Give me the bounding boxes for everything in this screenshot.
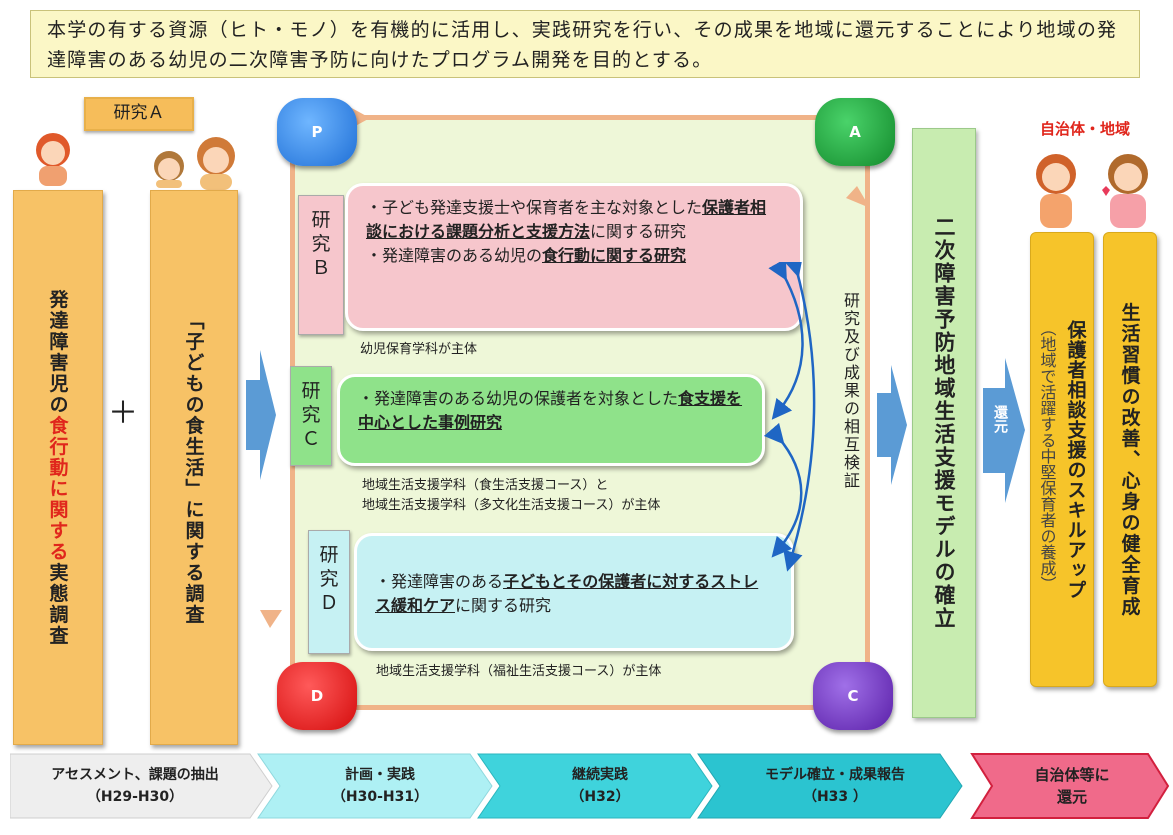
research-d-box: ・発達障害のある子どもとその保護者に対するストレス緩和ケアに関する研究 [354,533,794,651]
research-d-label: 研究Ｄ [308,530,350,654]
timeline-step-1-line1: アセスメント、課題の抽出 [51,767,219,783]
research-d-line-pre: ・発達障害のある [375,572,504,591]
research-c-note-2: 地域生活支援学科（多文化生活支援コース）が主体 [362,498,661,513]
research-c-line-pre: ・発達障害のある幼児の保護者を対象とした [358,389,679,408]
mutual-verification-arrows [763,262,816,572]
health-column: 生活習慣の改善、心身の健全育成 [1103,232,1157,687]
pdca-a: A [815,98,895,166]
research-d-note: 地域生活支援学科（福祉生活支援コース）が主体 [376,664,662,679]
purpose-box: 本学の有する資源（ヒト・モノ）を有機的に活用し、実践研究を行い、その成果を地域に… [30,10,1140,78]
plus-sign: ＋ [108,396,138,431]
research-b-line2-underlined: 食行動に関する研究 [542,246,687,265]
pdca-c: C [813,662,893,730]
model-column: 二次障害予防地域生活支援モデルの確立 [912,128,976,718]
person-illustration-1 [36,133,70,186]
research-d-line-underlined: 子どもとその保護者に対するストレス緩和ケア [375,572,759,615]
research-b-line1-post: に関する研究 [590,222,687,241]
timeline-step-4-line2: （H33 ） [802,789,868,805]
research-a-column-2: 「子どもの食生活」に関する調査 [150,190,238,745]
timeline-bar [10,753,1170,819]
person-illustration-4 [1036,154,1076,228]
research-b-note: 幼児保育学科が主体 [360,342,478,357]
timeline-step-3-line1: 継続実践 [572,767,628,783]
timeline-step-2-line2: （H30-H31） [331,789,429,805]
skill-column-main: 保護者相談支援のスキルアップ [1064,319,1087,600]
research-a-column-1: 発達障害児の食行動に関する実態調査 [13,190,103,745]
research-b-line1-pre: ・子ども発達支援士や保育者を主な対象とした [366,198,703,217]
timeline-step-5-line1: 自治体等に [1034,766,1110,784]
research-a-column-1-text: 発達障害児の食行動に関する実態調査 [45,289,72,646]
research-c-line-underlined: 食支援を中心とした事例研究 [358,389,743,432]
mutual-verification-label: 研究及び成果の相互検証 [841,292,860,490]
research-a-tag-label: 研究Ａ [113,103,165,123]
research-b-box: ・子ども発達支援士や保育者を主な対象とした保護者相談における課題分析と支援方法に… [345,183,803,331]
arrow-right-icon [877,365,907,485]
pdca-d: D [277,662,357,730]
person-illustration-5 [1102,154,1148,228]
research-d-label-text: 研究Ｄ [319,544,339,614]
purpose-text: 本学の有する資源（ヒト・モノ）を有機的に活用し、実践研究を行い、その成果を地域に… [47,19,1118,71]
research-c-label: 研究Ｃ [290,366,332,466]
return-label: 還元 [992,405,1008,433]
person-illustration-2 [154,151,184,188]
column-1-text-part-3: 実態調査 [46,562,69,646]
region-label: 自治体・地域 [1040,120,1131,138]
timeline-step-5-line2: 還元 [1056,788,1087,806]
research-b-label: 研究Ｂ [298,195,344,335]
research-b-line2-pre: ・発達障害のある幼児の [366,246,543,265]
research-b-label-text: 研究Ｂ [311,209,331,279]
research-c-note-1: 地域生活支援学科（食生活支援コース）と [362,478,609,493]
research-b-line1-underlined: 保護者相談における課題分析と支援方法 [366,198,767,241]
timeline-step-1-line2: （H29-H30） [86,789,184,805]
research-c-box: ・発達障害のある幼児の保護者を対象とした食支援を中心とした事例研究 [337,374,765,466]
model-column-text: 二次障害予防地域生活支援モデルの確立 [932,216,956,630]
research-d-line-post: に関する研究 [455,596,552,615]
skill-column-sub: （地域で活躍する中堅保育者の養成） [1037,319,1057,592]
timeline-step-4-line1: モデル確立・成果報告 [765,767,905,783]
column-1-text-part-2-highlight: 食行動に関する [46,415,69,562]
research-c-label-text: 研究Ｃ [301,380,321,450]
timeline-step-5: 自治体等に還元 [992,752,1152,818]
timeline-step-1: アセスメント、課題の抽出 （H29-H30） [10,752,260,818]
return-arrow-icon [983,358,1025,503]
research-a-tag: 研究Ａ [84,97,194,131]
pdca-p: P [277,98,357,166]
timeline-step-3: 継続実践 （H32） [500,752,700,818]
timeline-step-2-line1: 計画・実践 [345,767,415,783]
research-a-column-2-text: 「子どもの食生活」に関する調査 [182,310,205,625]
arrow-right-icon [246,350,276,480]
timeline-step-3-line2: （H32） [570,789,630,805]
timeline-step-4: モデル確立・成果報告 （H33 ） [720,752,950,818]
research-b-item-1: ・子ども発達支援士や保育者を主な対象とした保護者相談における課題分析と支援方法に… [366,196,782,244]
skill-column: 保護者相談支援のスキルアップ （地域で活躍する中堅保育者の養成） [1030,232,1094,687]
health-column-text: 生活習慣の改善、心身の健全育成 [1118,302,1141,617]
timeline-step-2: 計画・実践 （H30-H31） [280,752,480,818]
research-b-item-2: ・発達障害のある幼児の食行動に関する研究 [366,244,782,268]
column-1-text-part-1: 発達障害児の [46,289,69,415]
person-illustration-3 [197,137,235,190]
